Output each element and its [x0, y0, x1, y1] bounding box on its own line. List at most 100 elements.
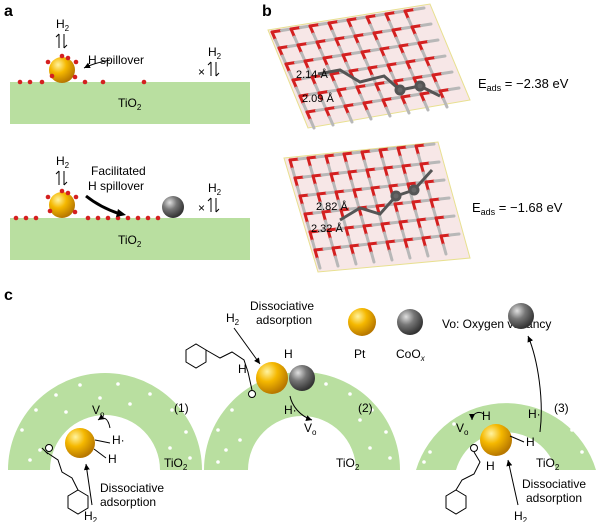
adsorption-label-line1: Dissociative: [522, 477, 586, 491]
lattice-bond: [424, 180, 430, 193]
oxygen-vacancy-note: Vo: Oxygen vacancy: [442, 317, 551, 331]
h-left-label: H: [238, 362, 247, 376]
vacancy-dots: [20, 382, 192, 462]
pt-particle: [256, 362, 288, 394]
lattice-bond: [448, 232, 461, 237]
lattice-bond: [370, 47, 383, 52]
lattice-bond: [303, 58, 316, 63]
bond-line: [93, 448, 107, 459]
h-radical-label: H·: [528, 407, 541, 421]
lattice-bond: [363, 31, 376, 36]
equilibrium-arrows-icon: [55, 170, 68, 186]
lattice-bond: [405, 59, 418, 64]
panel-label-a: a: [4, 3, 13, 20]
lattice-bond: [378, 148, 384, 161]
adsorption-label-line1: Dissociative: [250, 299, 314, 313]
h-top-label: H: [482, 409, 491, 423]
lattice-bond: [315, 154, 328, 159]
lattice-bond: [396, 146, 402, 159]
lattice-bond: [349, 244, 355, 257]
lattice-bond: [313, 56, 326, 61]
lattice-bond: [360, 49, 373, 54]
lattice-bond: [326, 228, 332, 241]
lattice-bond: [353, 33, 366, 38]
step-2-scheme: (2) H2 Dissociative adsorption H H H· Vo…: [185, 299, 400, 472]
lattice-bond: [329, 172, 335, 185]
lattice-bond: [356, 168, 369, 173]
panel-a-bottom-scheme: TiO2 H2 Facilitated H spillover × H2: [10, 154, 250, 260]
lattice-bond: [334, 104, 347, 109]
lattice-bond: [376, 240, 389, 245]
lattice-bond: [414, 144, 420, 157]
no-reaction-mark: ×: [198, 65, 205, 79]
lattice-bond: [439, 234, 445, 247]
lattice-bond: [405, 144, 418, 149]
lattice-bond: [305, 109, 318, 114]
lattice-bond: [347, 170, 353, 183]
tio2-label: TiO2: [118, 233, 142, 249]
lattice-bond: [429, 198, 435, 211]
lattice-bond: [412, 75, 425, 80]
dft-structure-top: 2.14 Å 2.09 Å: [267, 3, 471, 130]
lattice-bond: [400, 94, 413, 99]
lattice-bond: [397, 182, 410, 187]
adsorption-label-line2: adsorption: [256, 313, 312, 327]
lattice-bond: [448, 86, 461, 91]
bond-distance-1: 2.14 Å: [296, 68, 328, 81]
lattice-bond: [383, 231, 389, 244]
lattice-bond: [296, 42, 309, 47]
lattice-bond: [424, 56, 437, 61]
lattice-bond: [345, 161, 351, 174]
lattice-bond: [422, 73, 435, 78]
lattice-bond: [425, 216, 438, 221]
lattice-bond: [437, 225, 443, 238]
lattice-bond: [381, 97, 394, 102]
lattice-bond: [384, 11, 397, 16]
lattice-bond: [415, 57, 428, 62]
lattice-bond: [381, 157, 387, 170]
bond-distance-2: 2.32 Å: [311, 222, 343, 235]
dft-structure-bottom: 2.82 Å 2.32 Å: [283, 141, 471, 273]
lattice-bond: [333, 152, 346, 157]
panel-label-c: c: [4, 287, 13, 304]
lattice-bond: [391, 95, 404, 100]
lattice-bond: [291, 77, 304, 82]
tio2-arc-support: [416, 403, 596, 470]
lattice-bond: [434, 54, 447, 59]
lattice-bond: [377, 63, 390, 68]
h2-approach-arrow: [83, 463, 93, 506]
lattice-bond: [362, 100, 375, 105]
cinnamaldehyde-molecule: [445, 444, 481, 515]
lattice-bond: [309, 118, 316, 130]
panel-a-top-scheme: TiO2 H2 H spillover × H2: [10, 17, 250, 124]
lattice-bond: [310, 74, 323, 79]
tio2-support-slab: [10, 82, 250, 124]
h2-label: H2: [226, 311, 240, 327]
lattice-bond: [352, 188, 358, 201]
lattice-bond: [363, 159, 369, 172]
lattice-bond: [301, 203, 307, 216]
pt-legend-swatch: [348, 308, 376, 336]
lattice-bond: [308, 230, 314, 243]
lattice-bond: [438, 88, 451, 93]
lattice-bond: [311, 239, 317, 252]
lattice-bond: [370, 251, 376, 264]
lattice-bond: [410, 162, 423, 167]
lattice-bond: [441, 70, 454, 75]
equilibrium-arrows-icon: [207, 197, 220, 213]
lattice-bond: [344, 226, 350, 239]
lattice-bond: [307, 192, 320, 197]
cinnamaldehyde-molecule: [185, 343, 256, 398]
lattice-bond: [329, 237, 335, 250]
lattice-bond: [336, 87, 349, 92]
lattice-bond: [341, 52, 354, 57]
lattice-bond: [319, 201, 325, 214]
h-right-label: H: [284, 347, 293, 361]
lattice-bond: [322, 55, 335, 60]
lattice-bond: [370, 186, 376, 199]
lattice-bond: [414, 209, 420, 222]
equilibrium-arrows-icon: [55, 33, 68, 49]
lattice-bond: [365, 168, 371, 181]
lattice-bond: [433, 178, 446, 183]
lattice-bond: [391, 27, 404, 32]
